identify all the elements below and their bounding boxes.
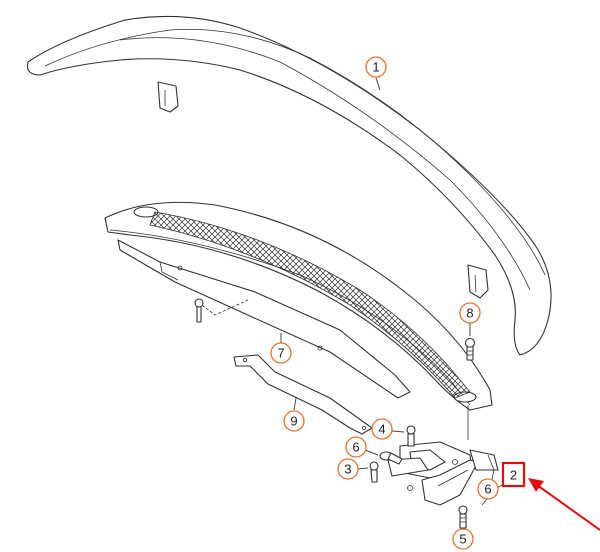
support-strip: [233, 354, 373, 435]
callout-6-upper: 6: [345, 436, 367, 458]
svg-text:5: 5: [459, 532, 466, 547]
lower-panel: [117, 239, 411, 399]
svg-text:9: 9: [290, 414, 297, 429]
red-pointer-arrow: [528, 478, 600, 531]
callout-8: 8: [459, 302, 481, 324]
svg-text:6: 6: [484, 482, 491, 497]
svg-text:1: 1: [372, 60, 379, 75]
callout-5: 5: [452, 528, 474, 550]
svg-text:7: 7: [277, 346, 284, 361]
callout-4: 4: [371, 418, 393, 440]
svg-text:2: 2: [510, 468, 517, 483]
grille-panel: [104, 201, 493, 411]
svg-text:6: 6: [352, 440, 359, 455]
grille-mesh: [150, 212, 470, 398]
hinge-bracket: [369, 405, 499, 529]
callout-9: 9: [283, 410, 305, 432]
callout-7: 7: [270, 342, 292, 364]
svg-text:8: 8: [466, 306, 473, 321]
svg-text:3: 3: [344, 462, 351, 477]
callout-6-lower: 6: [477, 478, 499, 500]
spoiler-wing: [26, 15, 552, 356]
leader-lines: [280, 77, 503, 534]
callout-3: 3: [337, 458, 359, 480]
callout-1: 1: [365, 56, 387, 78]
callout-2-highlighted: 2: [501, 461, 526, 488]
panel-screw: [194, 298, 204, 323]
svg-text:4: 4: [378, 422, 385, 437]
screw-part-8: [464, 337, 476, 361]
